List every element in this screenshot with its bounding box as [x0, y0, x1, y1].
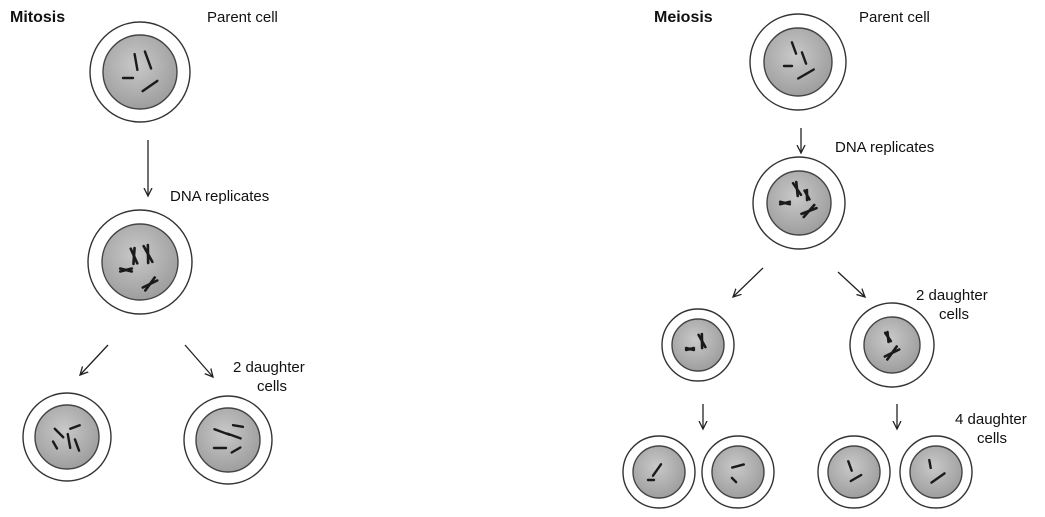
nucleus — [828, 446, 880, 498]
meiosis-parent-cell-label: Parent cell — [859, 8, 930, 27]
mitosis-parent-cell — [90, 22, 190, 122]
mitosis-arrow-right — [185, 345, 213, 377]
meiosis-parent-cell — [750, 14, 846, 110]
mitosis-daughter-cells-label-line1: 2 daughter — [233, 358, 305, 377]
meiosis-granddaughter-cell-1 — [623, 436, 695, 508]
meiosis-arrow-left — [733, 268, 763, 297]
mitosis-daughter-cell-left — [23, 393, 111, 481]
nucleus — [35, 405, 99, 469]
meiosis-4-daughter-cells-label-line1: 4 daughter — [955, 410, 1027, 429]
meiosis-replicated-cell — [753, 157, 845, 249]
nucleus — [864, 317, 920, 373]
mitosis-replicated-cell — [88, 210, 192, 314]
nucleus — [103, 35, 177, 109]
meiosis-daughter-cell-right — [850, 303, 934, 387]
nucleus — [764, 28, 832, 96]
meiosis-daughter-cell-left — [662, 309, 734, 381]
meiosis-arrow-right — [838, 272, 865, 297]
nucleus — [712, 446, 764, 498]
meiosis-2-daughter-cells-label-line2: cells — [939, 305, 969, 324]
meiosis-4-daughter-cells-label-line2: cells — [977, 429, 1007, 448]
nucleus — [672, 319, 724, 371]
meiosis-granddaughter-cell-2 — [702, 436, 774, 508]
meiosis-title: Meiosis — [654, 8, 713, 27]
meiosis-dna-replicates-label: DNA replicates — [835, 138, 934, 157]
mitosis-daughter-cells-label-line2: cells — [257, 377, 287, 396]
meiosis-2-daughter-cells-label-line1: 2 daughter — [916, 286, 988, 305]
mitosis-arrow-left — [80, 345, 108, 375]
mitosis-title: Mitosis — [10, 8, 65, 27]
meiosis-granddaughter-cell-3 — [818, 436, 890, 508]
mitosis-parent-cell-label: Parent cell — [207, 8, 278, 27]
mitosis-dna-replicates-label: DNA replicates — [170, 187, 269, 206]
nucleus — [633, 446, 685, 498]
mitosis-daughter-cell-right — [184, 396, 272, 484]
nucleus — [196, 408, 260, 472]
nucleus — [767, 171, 831, 235]
nucleus — [910, 446, 962, 498]
meiosis-granddaughter-cell-4 — [900, 436, 972, 508]
nucleus — [102, 224, 178, 300]
